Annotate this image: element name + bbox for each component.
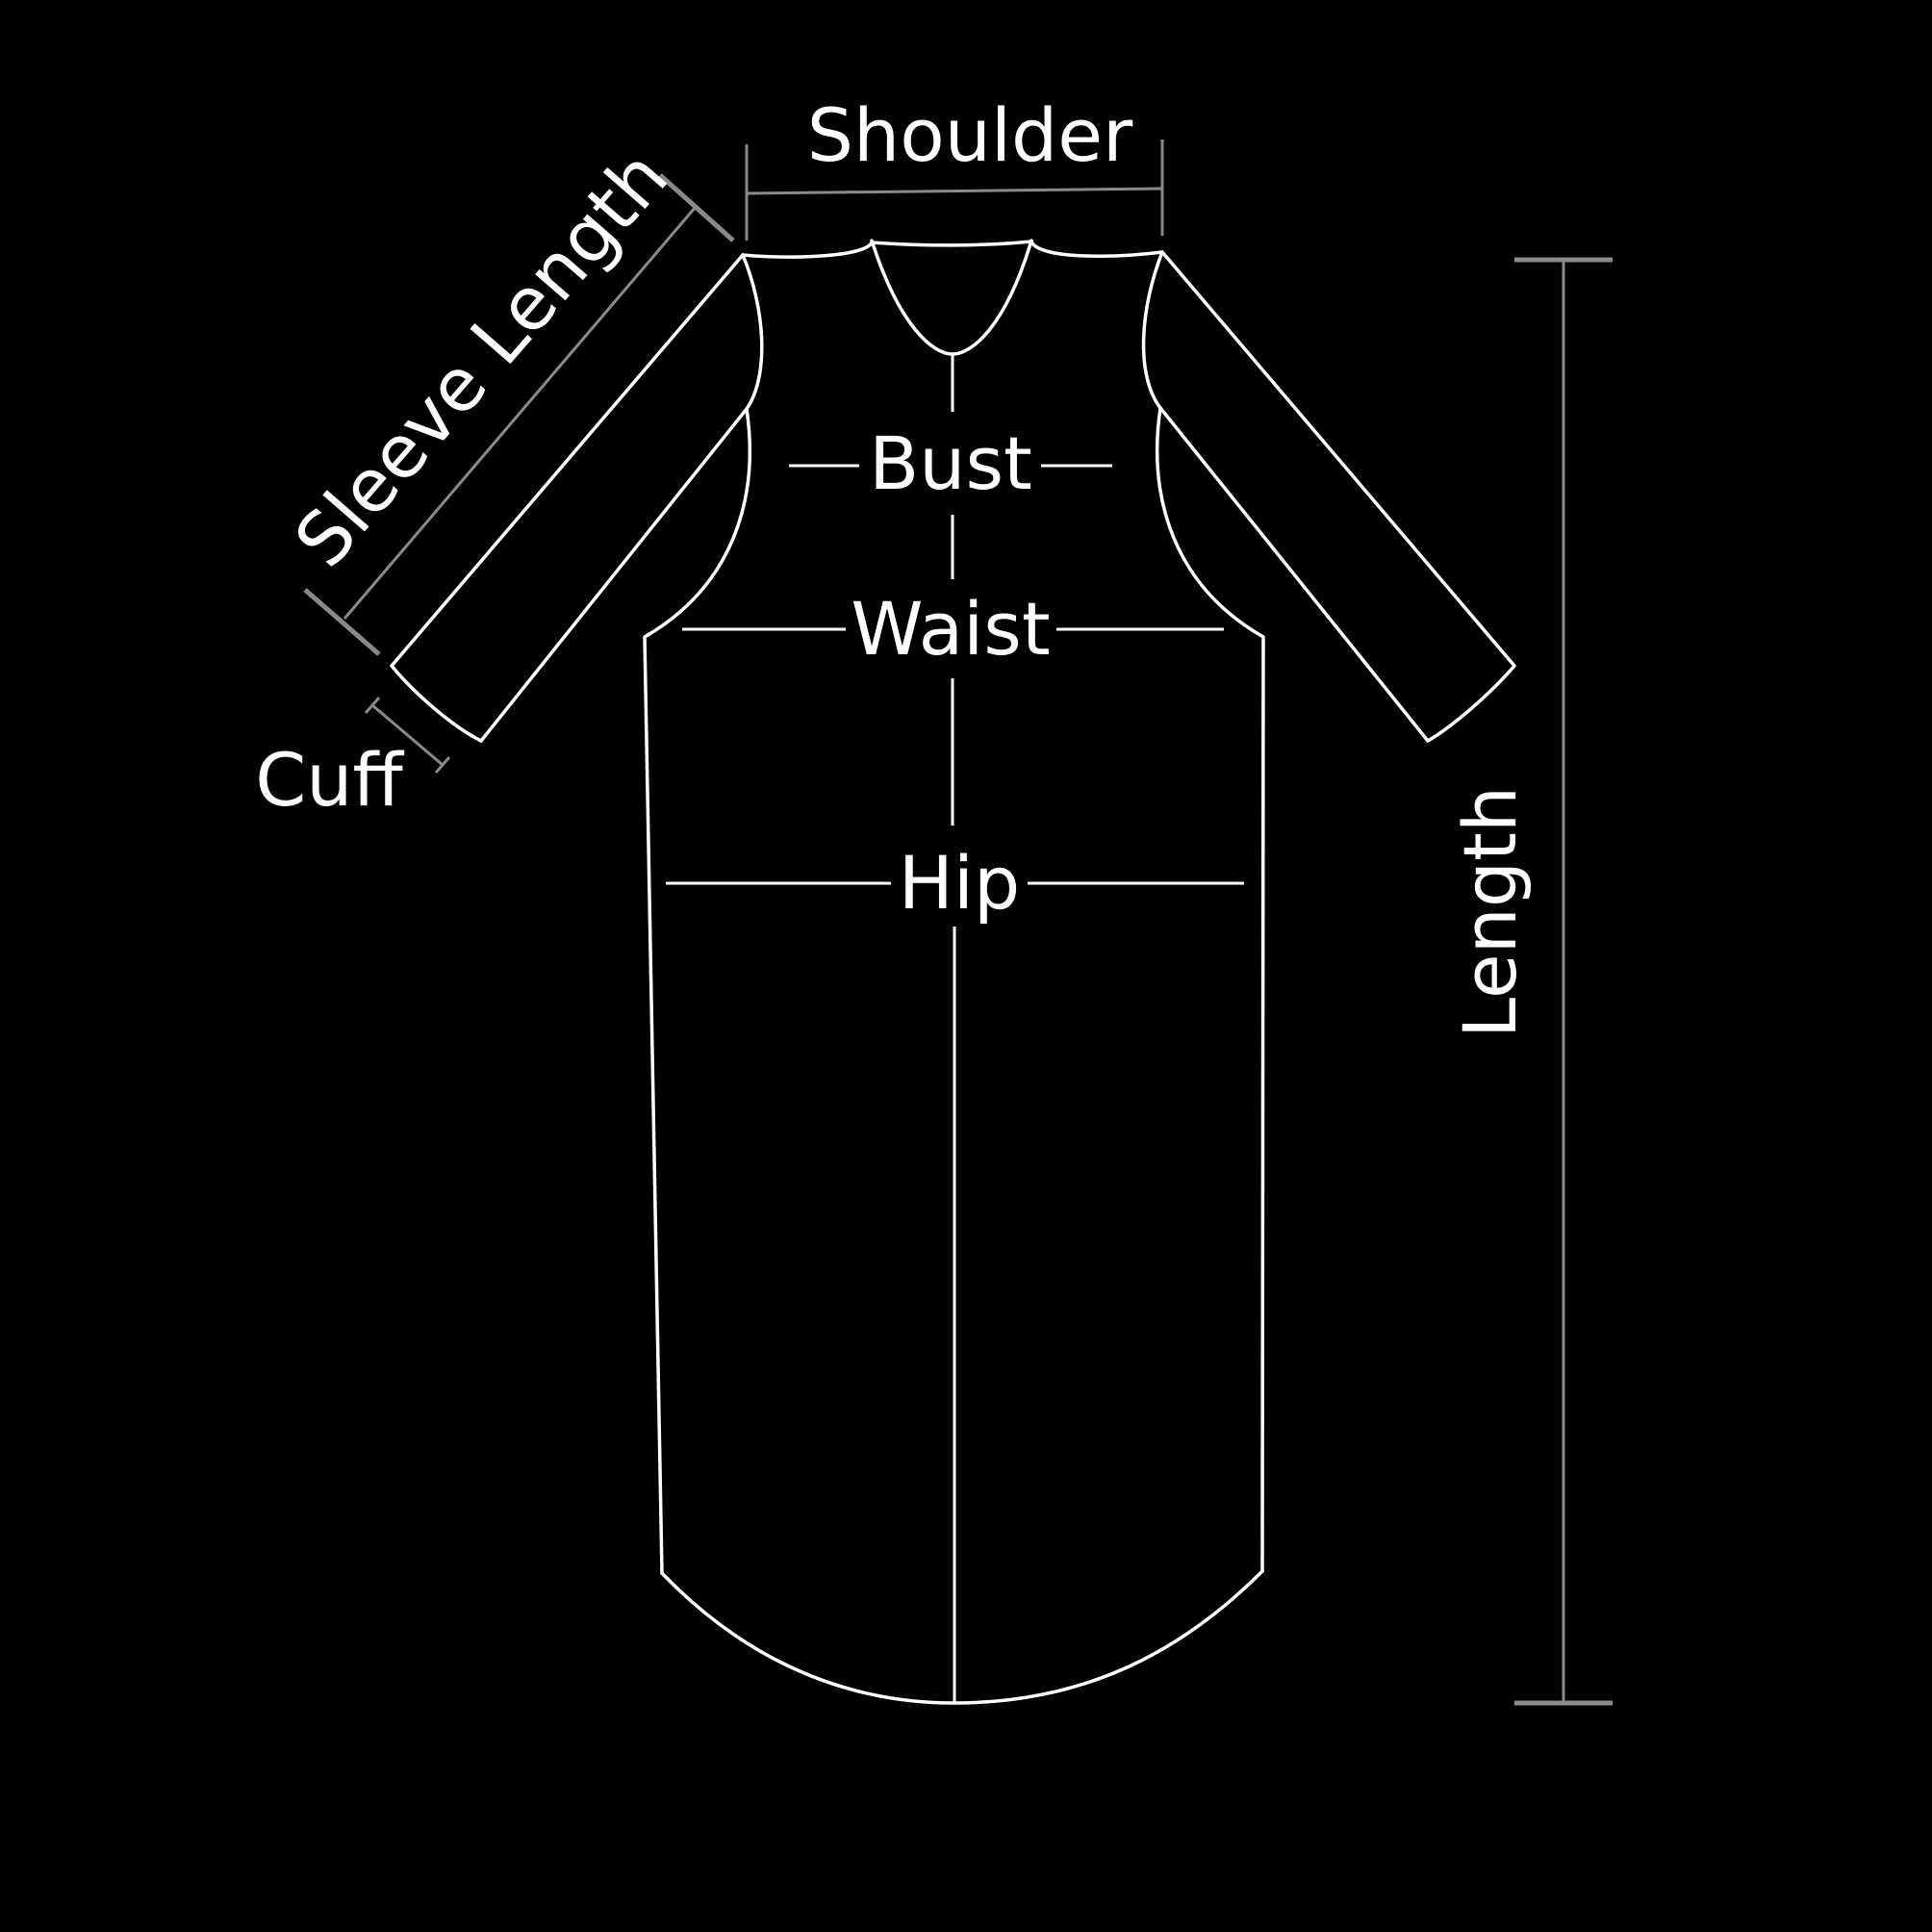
cuff-label: Cuff — [255, 737, 404, 823]
left-armhole — [741, 253, 764, 411]
right-side-seam — [1155, 406, 1265, 1573]
cuff-dimension-tick-top — [364, 697, 381, 714]
bust-label: Bust — [869, 420, 1032, 506]
left-side-seam — [643, 407, 752, 1575]
dimension-markers — [303, 140, 1613, 1706]
sleeve-length-dimension-line — [343, 206, 698, 620]
left-sleeve-outer — [390, 253, 745, 743]
guide-lines — [666, 354, 1244, 1703]
shoulder-dimension-line — [746, 187, 1163, 195]
cuff-dimension-tick-bottom — [434, 756, 451, 774]
left-shoulder-seam — [741, 241, 874, 259]
right-sleeve-inner — [1158, 406, 1430, 743]
cuff-dimension-line — [371, 703, 444, 767]
waist-label: Waist — [851, 586, 1050, 672]
back-neck — [870, 240, 1033, 247]
sleeve-length-tick-top — [658, 173, 735, 242]
left-sleeve-inner — [479, 407, 749, 743]
hip-label: Hip — [899, 840, 1021, 926]
length-label: Length — [1447, 786, 1533, 1038]
right-shoulder-seam — [1030, 240, 1164, 258]
sleeve-length-tick-bottom — [303, 588, 381, 656]
shoulder-label: Shoulder — [807, 92, 1133, 178]
right-sleeve-outer — [1160, 250, 1516, 743]
right-armhole — [1141, 250, 1164, 410]
